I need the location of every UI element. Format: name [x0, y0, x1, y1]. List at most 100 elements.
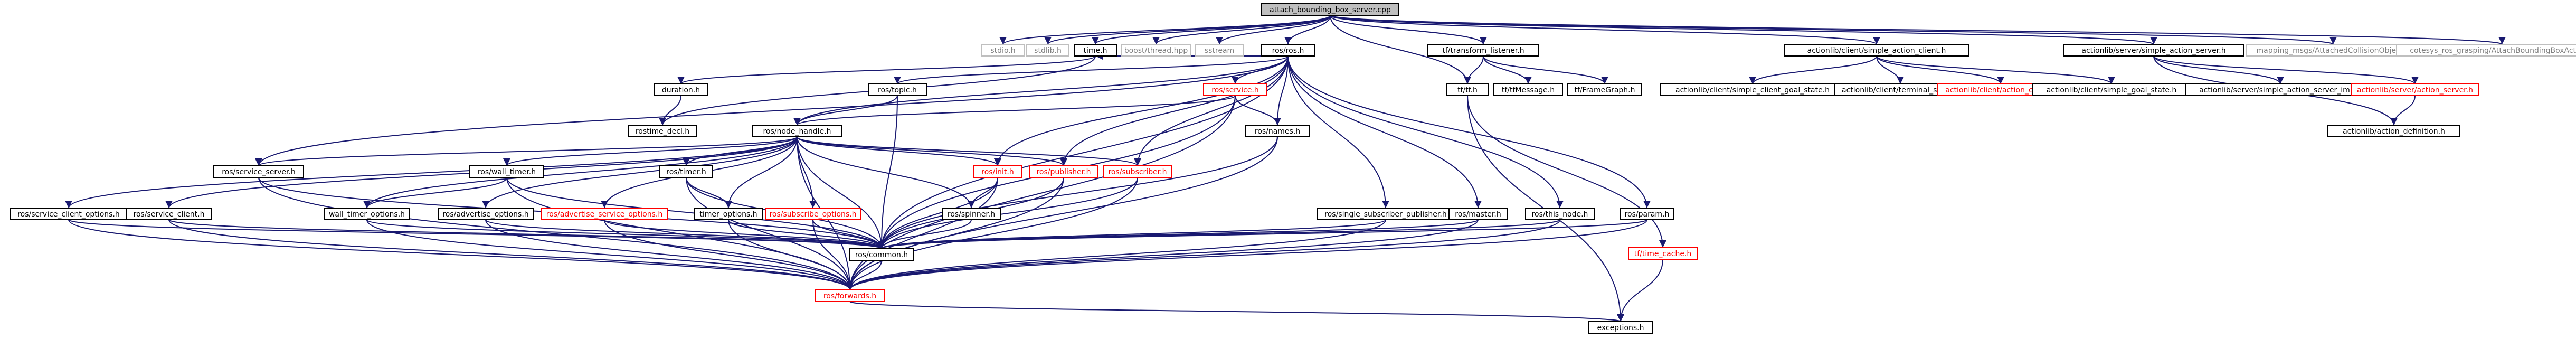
node-actionlib-action-definition-h[interactable]: actionlib/action_definition.h: [2327, 125, 2460, 137]
edge-attach-bounding-box-server-cpp-to-boost-thread-hpp: [1152, 15, 1331, 45]
node-tf-tfmessage-h[interactable]: tf/tfMessage.h: [1493, 83, 1563, 96]
node-label: sstream: [1205, 46, 1234, 55]
edge: [793, 55, 1289, 126]
node-ros-forwards-h[interactable]: ros/forwards.h: [815, 289, 885, 302]
edge-ros-node-handle-h-to-ros-publisher-h: [797, 136, 1067, 166]
node-box: [469, 165, 544, 178]
edge: [999, 15, 1331, 45]
node-label: actionlib/action_definition.h: [2343, 127, 2445, 136]
node-ros-names-h[interactable]: ros/names.h: [1245, 125, 1310, 137]
node-ros-subscribe-options-h[interactable]: ros/subscribe_options.h: [765, 208, 861, 220]
node-box: [654, 83, 708, 96]
node-timer-options-h[interactable]: timer_options.h: [694, 208, 763, 220]
edge-attach-bounding-box-server-cpp-to-time-h: [1092, 15, 1331, 45]
node-attach-bounding-box-server-cpp[interactable]: attach_bounding_box_server.cpp: [1261, 3, 1399, 16]
edge: [994, 55, 1289, 166]
node-time-h[interactable]: time.h: [1074, 44, 1117, 57]
node-tf-transform-listener-h[interactable]: tf/transform_listener.h: [1427, 44, 1539, 57]
node-label: actionlib/server/simple_action_server_im…: [2199, 86, 2362, 95]
node-label: tf/time_cache.h: [1634, 250, 1692, 258]
node-tf-framegraph-h[interactable]: tf/FrameGraph.h: [1567, 83, 1642, 96]
node-actionlib-server-simple-action-server-h[interactable]: actionlib/server/simple_action_server.h: [2063, 44, 2244, 57]
node-ros-advertise-options-h[interactable]: ros/advertise_options.h: [438, 208, 534, 220]
node-actionlib-client-simple-goal-state-h[interactable]: actionlib/client/simple_goal_state.h: [2032, 83, 2191, 96]
node-box: [659, 165, 713, 178]
node-ros-spinner-h[interactable]: ros/spinner.h: [942, 208, 1001, 220]
node-ros-service-server-h[interactable]: ros/service_server.h: [213, 165, 304, 178]
edge-ros-ros-h-to-ros-this-node-h: [1287, 55, 1564, 209]
edge-attach-bounding-box-server-cpp-to-tf-tf-h: [1330, 15, 1471, 84]
node-ros-param-h[interactable]: ros/param.h: [1620, 208, 1674, 220]
node-ros-wall-timer-h[interactable]: ros/wall_timer.h: [469, 165, 544, 178]
node-duration-h[interactable]: duration.h: [654, 83, 708, 96]
edge-ros-ros-h-to-ros-publisher-h: [1060, 55, 1289, 166]
edge-ros-service-h-to-ros-node-handle-h: [793, 95, 1236, 126]
edge: [255, 136, 798, 166]
edge: [1617, 259, 1663, 322]
edge-ros-common-h-to-ros-forwards-h: [846, 260, 882, 290]
node-ros-subscriber-h[interactable]: ros/subscriber.h: [1103, 165, 1172, 178]
edge: [878, 95, 898, 249]
node-box: [1567, 83, 1642, 96]
node-label: ros/subscribe_options.h: [769, 210, 856, 219]
node-wall-timer-options-h[interactable]: wall_timer_options.h: [324, 208, 410, 220]
node-box: [2063, 44, 2244, 57]
node-box: [1784, 44, 1969, 57]
node-label: ros/init.h: [981, 168, 1014, 176]
edge: [1235, 95, 1281, 126]
edge: [1134, 55, 1289, 166]
edge-ros-single-subscriber-publisher-h-to-ros-forwards-h: [846, 219, 1386, 290]
node-actionlib-server-simple-action-server-imp-h[interactable]: actionlib/server/simple_action_server_im…: [2185, 83, 2376, 96]
node-ros-topic-h[interactable]: ros/topic.h: [868, 83, 927, 96]
node-label: ros/subscriber.h: [1108, 168, 1167, 176]
node-actionlib-client-simple-action-client-h[interactable]: actionlib/client/simple_action_client.h: [1784, 44, 1969, 57]
edge-attach-bounding-box-server-cpp-to-cotesys-ros-grasping-attachboundingboxaction-h: [1330, 15, 2505, 45]
edge-ros-init-h-to-ros-forwards-h: [846, 177, 998, 290]
node-ros-init-h[interactable]: ros/init.h: [973, 165, 1022, 178]
node-ros-master-h[interactable]: ros/master.h: [1448, 208, 1508, 220]
node-ros-single-subscriber-publisher-h[interactable]: ros/single_subscriber_publisher.h: [1317, 208, 1455, 220]
edge: [846, 177, 998, 290]
edge: [366, 219, 854, 290]
node-ros-publisher-h[interactable]: ros/publisher.h: [1029, 165, 1098, 178]
edge: [846, 177, 1064, 290]
edge-ros-spinner-h-to-ros-common-h: [878, 219, 972, 249]
node-exceptions-h[interactable]: exceptions.h: [1588, 321, 1653, 334]
edge-ros-node-handle-h-to-ros-init-h: [797, 136, 1001, 166]
node-tf-time-cache-h[interactable]: tf/time_cache.h: [1628, 247, 1698, 260]
node-ros-advertise-service-options-h[interactable]: ros/advertise_service_options.h: [541, 208, 668, 220]
edge-ros-node-handle-h-to-ros-wall-timer-h: [503, 136, 798, 166]
node-rostime-decl-h[interactable]: rostime_decl.h: [628, 125, 697, 137]
edge: [1152, 15, 1331, 45]
edge: [878, 177, 1138, 249]
edge-actionlib-client-simple-action-client-h-to-actionlib-client-simple-client-goal-state-h: [1749, 55, 1877, 84]
edge: [482, 136, 798, 209]
node-ros-service-client-options-h[interactable]: ros/service_client_options.h: [10, 208, 127, 220]
edge: [1749, 55, 1877, 84]
node-actionlib-server-action-server-h[interactable]: actionlib/server/action_server.h: [2351, 83, 2479, 96]
node-tf-tf-h[interactable]: tf/tf.h: [1446, 83, 1489, 96]
edge: [728, 219, 885, 249]
node-box: [2327, 125, 2460, 137]
node-stdio-h: stdio.h: [981, 44, 1025, 57]
edge: [797, 136, 885, 249]
node-label: tf/tfMessage.h: [1502, 86, 1555, 95]
node-ros-ros-h[interactable]: ros/ros.h: [1261, 44, 1315, 57]
edge: [604, 219, 885, 249]
node-label: ros/param.h: [1625, 210, 1670, 219]
edge-tf-transform-listener-h-to-tf-tfmessage-h: [1483, 55, 1532, 84]
node-label: tf/transform_listener.h: [1442, 46, 1524, 55]
node-ros-node-handle-h[interactable]: ros/node_handle.h: [752, 125, 842, 137]
node-label: actionlib/client/simple_action_client.h: [1807, 46, 1946, 55]
node-ros-service-client-h[interactable]: ros/service_client.h: [126, 208, 212, 220]
node-sstream: sstream: [1195, 44, 1244, 57]
node-ros-this-node-h[interactable]: ros/this_node.h: [1525, 208, 1595, 220]
node-box: [1245, 125, 1310, 137]
edge-ros-node-handle-h-to-ros-service-client-options-h: [65, 136, 798, 209]
node-ros-common-h[interactable]: ros/common.h: [849, 248, 914, 261]
node-ros-service-h[interactable]: ros/service.h: [1203, 83, 1267, 96]
node-ros-timer-h[interactable]: ros/timer.h: [659, 165, 713, 178]
edge-attach-bounding-box-server-cpp-to-actionlib-client-simple-action-client-h: [1330, 15, 1880, 45]
node-actionlib-client-simple-client-goal-state-h[interactable]: actionlib/client/simple_client_goal_stat…: [1660, 83, 1845, 96]
edge: [677, 55, 1096, 84]
